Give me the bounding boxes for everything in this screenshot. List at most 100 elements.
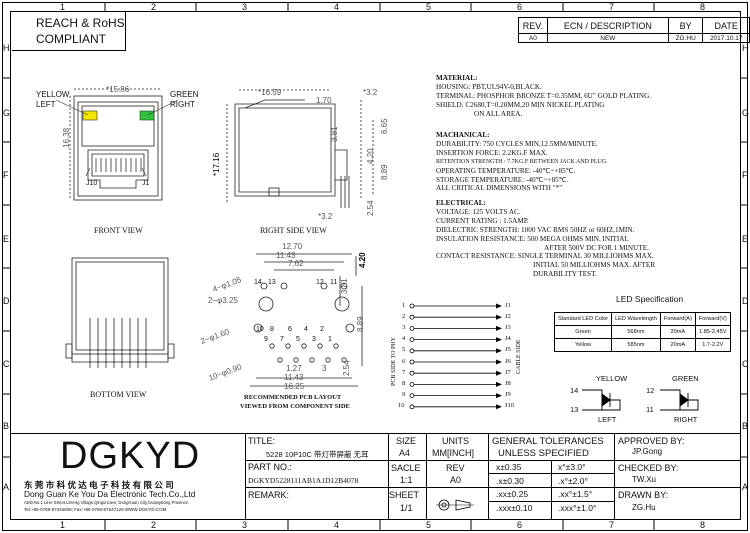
grid-row-label: C [742,359,749,369]
compliance-line1: REACH & RoHS [36,16,125,30]
mechanical-line: STORAGE TEMPERATURE: -40℃~+85℃. [436,175,569,184]
electrical-line: INITIAL 50 MILLIOHMS MAX. AFTER [533,261,656,270]
electrical-line: CURRENT RATING : 1.5AMP. [436,216,529,225]
electrical-line: DURABILITY TEST. [533,270,597,279]
grid-row-label: A [742,482,749,492]
schematic-pin-node [409,382,415,387]
title-value: 5228 10P10C 带灯带屏蔽 无耳 [266,450,369,459]
drawn-value: ZG.Hu [632,503,656,512]
electrical-line: CONTACT RESISTANCE: SINGLE TERMINAL 30 M… [436,252,654,261]
grid-row-label: B [742,421,749,431]
grid-col-label: 2 [151,2,157,12]
schematic-pin-node [409,314,415,320]
footprint-pin-number: 2 [320,326,324,333]
grid-row-label: B [3,421,10,431]
sheet-value: 1/1 [400,503,413,513]
remark-label: REMARK: [248,490,290,500]
schematic-pin-node [409,337,415,342]
front-view-drawing [55,88,179,201]
grid-row-label: G [3,108,11,118]
material-line: ON ALL AREA. [474,109,523,118]
projection-symbol [436,499,474,511]
schematic-arrow [496,381,502,387]
schematic-jack-label: J5 [505,346,511,354]
scale-value: 1:1 [400,475,413,485]
grid-row-label: E [742,234,749,244]
j1-label: J1 [142,180,150,187]
fp-dim-1143-top: 11.43 [276,251,296,260]
schematic-pin-number: 8 [402,379,406,387]
grid-col-label: 6 [517,2,523,12]
revision-row: A0 NEW ZG.HU 2017.10.17 [518,33,750,43]
electrical-line: DIELECTRIC STRENGTH: 1000 VAC RMS 50HZ o… [436,225,635,234]
tolerance-value: .xxx°±1.0° [558,503,597,513]
led-yellow-title: YELLOW [596,374,628,383]
schematic-arrow [496,348,502,354]
schematic-pin-number: 1 [402,301,406,309]
company-address: ADD:No.1 LiHe Street,LiHeng Village,Qing… [24,500,188,505]
electrical-block: ELECTRICAL: VOLTAGE: 125 VOLTS AC. CURRE… [436,199,655,279]
grid-col-label: 6 [517,520,523,530]
schematic-pin-node [409,370,415,376]
footprint-pin-number: 3 [312,336,316,343]
footprint-caption-2: VIEWED FROM COMPONENT SIDE [240,403,350,410]
right-label: RIGHT [170,100,195,109]
led-cell: Yellow [553,338,613,352]
mechanical-line: ALL CRITICAL DIMENSIONS WITH "*" [436,184,563,193]
schematic-pin-number: 3 [402,323,406,331]
grid-col-label: 4 [334,520,340,530]
material-line: HOUSING: PBT,UL94V-0,BLACK. [436,82,542,91]
grid-col-label: 7 [609,520,615,530]
rev-value-tb: A0 [450,475,462,485]
schematic-arrow [496,325,502,331]
footprint-pin-number: 8 [270,326,274,333]
grid-row-label: H [3,43,10,53]
sheet-label: SHEET [389,490,420,500]
schematic-jack-label: J9 [505,391,511,399]
fp-dim-3: 3 [322,364,327,373]
material-line: SHIELD: C2680,T=0.20MM,20 MIN NICKEL PLA… [436,100,605,109]
title-label: TITLE: [248,436,276,446]
approved-label: APPROVED BY: [618,436,685,446]
schematic-pin-node [409,348,415,354]
grid-col-label: 3 [242,2,248,12]
ecn-value: NEW [546,33,669,43]
grid-row-label: D [742,296,749,306]
drawn-label: DRAWN BY: [618,490,669,500]
schematic-jack-label: J10 [505,402,515,410]
schematic-jack-label: J7 [505,368,511,376]
checked-value: TW.Xu [632,475,657,484]
part-no-value: DGKYD5228111AB1A1D12B4078 [248,476,359,485]
front-view-caption: FRONT VIEW [94,226,143,235]
footprint-pin-number: 11 [330,279,338,286]
footprint-pin-number: 6 [288,326,292,333]
electrical-title: ELECTRICAL: [436,199,486,207]
pcb-footprint-drawing [250,253,363,387]
footprint-pin-number: 12 [316,279,324,286]
schematic-pin-node [409,404,415,410]
grid-col-label: 8 [700,520,706,530]
footprint-pin-number: 9 [264,336,268,343]
footprint-caption-1: RECOMMENDED PCB LAYOUT [244,394,342,401]
led-pin-12: 12 [646,386,655,395]
side-dim-1659: *16.59 [258,88,282,97]
schematic-jack-label: J3 [505,323,511,331]
rev-label: REV [446,463,465,473]
yellow-label: YELLOW [36,90,70,99]
tolerance-value: .xx°±1.5° [558,489,593,499]
schematic-pin-number: 4 [402,335,406,343]
fp-dim-1270: 12.70 [282,242,303,251]
led-pin-14: 14 [570,386,579,395]
side-dim-170: 1.70 [316,96,332,105]
tolerance-value: .xx±0.25 [496,489,529,499]
grid-col-label: 3 [242,520,248,530]
material-line: TERMINAL: PHOSPHOR BRONZE T=0.35MM, 6U" … [436,91,652,100]
side-view-caption: RIGHT SIDE VIEW [260,226,327,235]
electrical-line: VOLTAGE: 125 VOLTS AC. [436,207,521,216]
grid-row-label: C [3,359,10,369]
tolerance-value: .x±0.30 [496,476,524,486]
company-name-cn: 东 莞 市 科 优 达 电 子 科 技 有 限 公 司 [24,480,174,490]
electrical-line: INSULATION RESISTANCE: 500 MEGA OHMS MIN… [436,234,629,243]
schematic-arrow [496,404,502,410]
